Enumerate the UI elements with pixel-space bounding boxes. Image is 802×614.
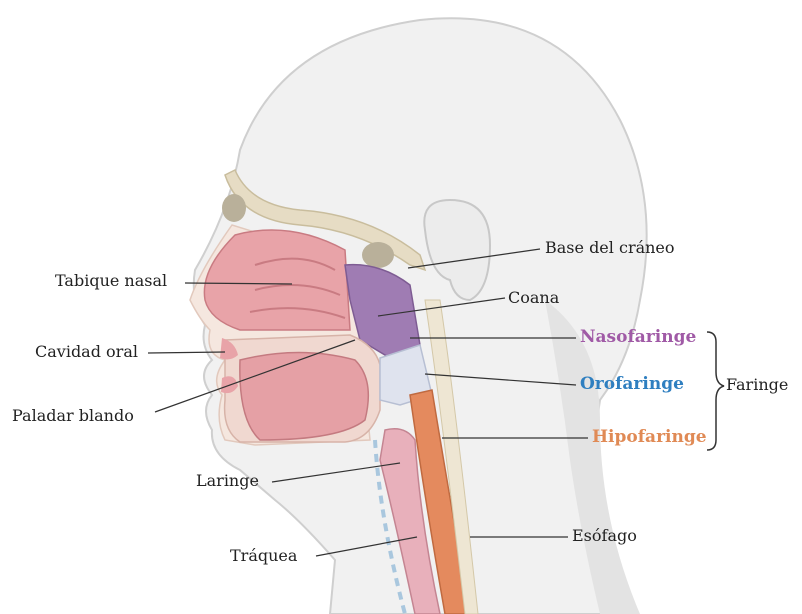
faringe-brace — [707, 332, 724, 450]
sphenoid-sinus — [362, 242, 394, 268]
label-nasofaringe: Nasofaringe — [580, 329, 696, 346]
label-esofago: Esófago — [572, 528, 637, 544]
label-cavidad-oral: Cavidad oral — [35, 344, 138, 360]
label-laringe: Laringe — [196, 473, 259, 489]
label-coana: Coana — [508, 290, 559, 306]
frontal-sinus — [222, 194, 246, 222]
label-orofaringe: Orofaringe — [580, 376, 684, 393]
label-tabique-nasal: Tabique nasal — [55, 273, 167, 289]
tongue — [240, 353, 369, 441]
label-faringe: Faringe — [726, 377, 788, 393]
label-traquea: Tráquea — [230, 548, 297, 564]
label-base-craneo: Base del cráneo — [545, 240, 675, 256]
label-paladar-blando: Paladar blando — [12, 408, 134, 424]
nasal-cavity — [204, 230, 350, 330]
label-hipofaringe: Hipofaringe — [592, 429, 707, 446]
